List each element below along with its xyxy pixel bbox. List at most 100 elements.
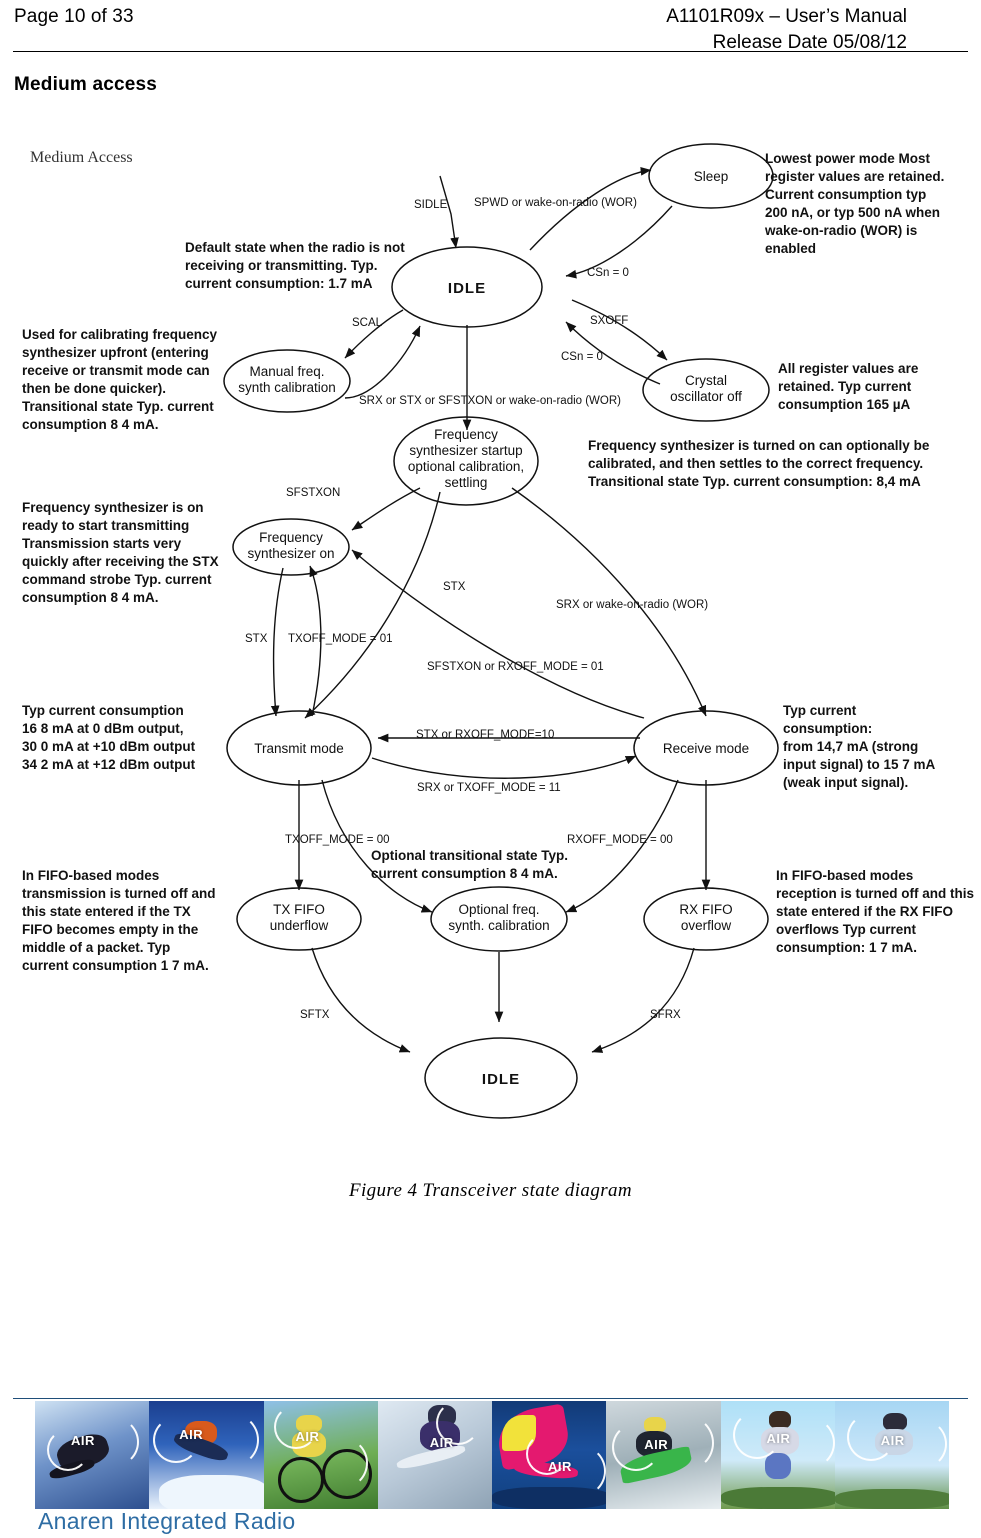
svg-text:overflow: overflow	[681, 918, 732, 933]
annotation-opt-cal-note: Optional transitional state Typ. current…	[371, 848, 568, 881]
edge-sftx	[311, 947, 411, 1053]
photo-kayaker: AIR	[606, 1401, 721, 1509]
svg-text:Transitional state Typ. curre: Transitional state Typ. current	[22, 399, 214, 414]
state-node-manual-freq-synth-calibration: Manual freq. synth calibration	[223, 349, 351, 413]
svg-text:IDLE: IDLE	[448, 280, 486, 297]
section-heading: Medium access	[14, 74, 158, 95]
footer-photo-strip: AIR AIR AIR AIR AIR	[35, 1401, 949, 1509]
svg-text:synthesizer startup: synthesizer startup	[409, 443, 522, 458]
annotation-idle-note: Default state when the radio is not rece…	[185, 240, 405, 291]
photo-windsurfer: AIR	[492, 1401, 607, 1509]
svg-text:synthesizer on: synthesizer on	[247, 546, 334, 561]
edge-srx-wor	[511, 487, 707, 717]
svg-text:then be done quicker).: then be done quicker).	[22, 381, 166, 396]
footer-divider	[13, 1398, 968, 1399]
svg-text:consumption 165 µA: consumption 165 µA	[778, 397, 911, 412]
edge-scal	[344, 309, 404, 359]
svg-text:Frequency synthesizer is on: Frequency synthesizer is on	[22, 500, 204, 515]
annotation-fs-startup-note: Frequency synthesizer is turned on can o…	[588, 438, 930, 489]
svg-text:overflows Typ current: overflows Typ current	[776, 922, 917, 937]
svg-text:200 nA, or typ 500 nA when: 200 nA, or typ 500 nA when	[765, 205, 940, 220]
svg-text:receiving or transmitting. Typ: receiving or transmitting. Typ.	[185, 258, 378, 273]
svg-text:synth calibration: synth calibration	[238, 380, 336, 395]
svg-text:underflow: underflow	[270, 918, 329, 933]
air-watermark: AIR	[644, 1437, 669, 1452]
svg-text:calibrated, and then settles t: calibrated, and then settles to the corr…	[588, 456, 923, 471]
edge-label-rxoff-mode-00: RXOFF_MODE = 00	[567, 834, 673, 846]
edge-txoff-mode-01	[309, 565, 322, 717]
page-number-label: Page 10 of 33	[14, 6, 134, 27]
edge-label-sftx: SFTX	[300, 1009, 330, 1021]
edge-rxoff-mode-00	[565, 779, 679, 913]
air-watermark: AIR	[766, 1431, 791, 1446]
annotation-rx-fifo-note: In FIFO-based modes reception is turned …	[776, 868, 974, 955]
edge-csn0-xosc	[565, 321, 661, 385]
state-node-tx-fifo-underflow: TX FIFO underflow	[236, 887, 362, 951]
edge-srx-txoff-11	[371, 755, 637, 779]
svg-text:Crystal: Crystal	[685, 373, 727, 388]
photo-skateboard: AIR	[35, 1401, 150, 1509]
edge-label-csn0-xosc: CSn = 0	[561, 351, 603, 363]
svg-text:transmission is turned off and: transmission is turned off and	[22, 886, 216, 901]
svg-text:synthesizer upfront (entering: synthesizer upfront (entering	[22, 345, 209, 360]
svg-text:Receive mode: Receive mode	[663, 741, 749, 756]
air-watermark: AIR	[429, 1435, 454, 1450]
edge-sidle	[439, 175, 459, 249]
svg-text:optional calibration,: optional calibration,	[408, 459, 524, 474]
svg-text:FIFO becomes empty in the: FIFO becomes empty in the	[22, 922, 199, 937]
edge-stx-mid	[304, 491, 441, 719]
edge-label-srx-wor: SRX or wake-on-radio (WOR)	[556, 599, 708, 611]
svg-text:enabled: enabled	[765, 241, 816, 256]
svg-text:(weak input signal).: (weak input signal).	[783, 775, 908, 790]
edge-sxoff	[571, 299, 668, 361]
air-watermark: AIR	[71, 1433, 95, 1448]
annotation-crystal-note: All register values are retained. Typ cu…	[778, 361, 919, 412]
svg-text:wake-on-radio (WOR) is: wake-on-radio (WOR) is	[764, 223, 917, 238]
state-node-sleep: Sleep	[648, 143, 774, 209]
svg-text:ready to start transmitting: ready to start transmitting	[22, 518, 189, 533]
edge-label-srx-txoff-11: SRX or TXOFF_MODE = 11	[417, 782, 561, 794]
svg-text:quickly after receiving the ST: quickly after receiving the STX	[22, 554, 219, 569]
figure-caption: Figure 4 Transceiver state diagram	[348, 1180, 633, 1201]
svg-text:Frequency: Frequency	[259, 530, 323, 545]
svg-text:Transitional state Typ. curre: Transitional state Typ. current consumpt…	[588, 474, 921, 489]
svg-text:consumption: 1 7 mA.: consumption: 1 7 mA.	[776, 940, 917, 955]
svg-text:30 0 mA at +10 dBm output: 30 0 mA at +10 dBm output	[22, 739, 196, 754]
air-watermark: AIR	[548, 1459, 572, 1474]
svg-text:Typ current consumption: Typ current consumption	[22, 703, 184, 718]
svg-text:receive or transmit mode can: receive or transmit mode can	[22, 363, 210, 378]
header-divider	[13, 51, 968, 52]
svg-text:Frequency synthesizer is turne: Frequency synthesizer is turned on can o…	[588, 438, 930, 453]
document-title: A1101R09x – User’s Manual	[666, 6, 907, 27]
svg-text:retained. Typ current: retained. Typ current	[778, 379, 912, 394]
svg-text:oscillator off: oscillator off	[670, 389, 742, 404]
document-header-right: A1101R09x – User’s Manual Release Date 0…	[666, 4, 907, 56]
svg-text:from 14,7 mA (strong: from 14,7 mA (strong	[783, 739, 918, 754]
state-node-frequency-synthesizer-startup: Frequency synthesizer startup optional c…	[393, 416, 539, 506]
release-date: Release Date 05/08/12	[712, 32, 907, 53]
diagram-title: Medium Access	[30, 149, 133, 166]
photo-wakeboarder: AIR	[834, 1401, 949, 1509]
state-node-transmit-mode: Transmit mode	[226, 710, 372, 786]
air-watermark: AIR	[880, 1433, 905, 1448]
edge-label-srx-stx-sfstxon-wor: SRX or STX or SFSTXON or wake-on-radio (…	[359, 395, 621, 407]
state-node-crystal-oscillator-off: Crystal oscillator off	[642, 358, 770, 422]
edge-spwd-wor	[529, 167, 652, 251]
annotation-sleep-note: Lowest power mode Most register values a…	[764, 151, 944, 256]
annotation-transmit-note: Typ current consumption 16 8 mA at 0 dBm…	[22, 703, 196, 772]
svg-text:IDLE: IDLE	[482, 1071, 520, 1088]
svg-text:In FIFO-based modes: In FIFO-based modes	[22, 868, 159, 883]
svg-text:TX FIFO: TX FIFO	[273, 902, 325, 917]
edge-label-sfstxon-rxoff-01: SFSTXON or RXOFF_MODE = 01	[427, 661, 604, 673]
edge-txoff-mode-00	[321, 779, 433, 913]
air-watermark: AIR	[179, 1427, 204, 1442]
annotation-fs-on-note: Frequency synthesizer is on ready to sta…	[22, 500, 219, 605]
edge-csn0-sleep	[565, 205, 673, 279]
state-node-idle-bottom: IDLE	[424, 1037, 578, 1119]
svg-text:command strobe Typ. current: command strobe Typ. current	[22, 572, 212, 587]
svg-text:reception is turned off and th: reception is turned off and this	[776, 886, 974, 901]
svg-text:consumption 8 4 mA.: consumption 8 4 mA.	[22, 417, 159, 432]
air-watermark: AIR	[295, 1429, 320, 1444]
svg-text:Default state when the radio i: Default state when the radio is not	[185, 240, 405, 255]
page-header: Page 10 of 33 A1101R09x – User’s Manual …	[0, 0, 981, 56]
